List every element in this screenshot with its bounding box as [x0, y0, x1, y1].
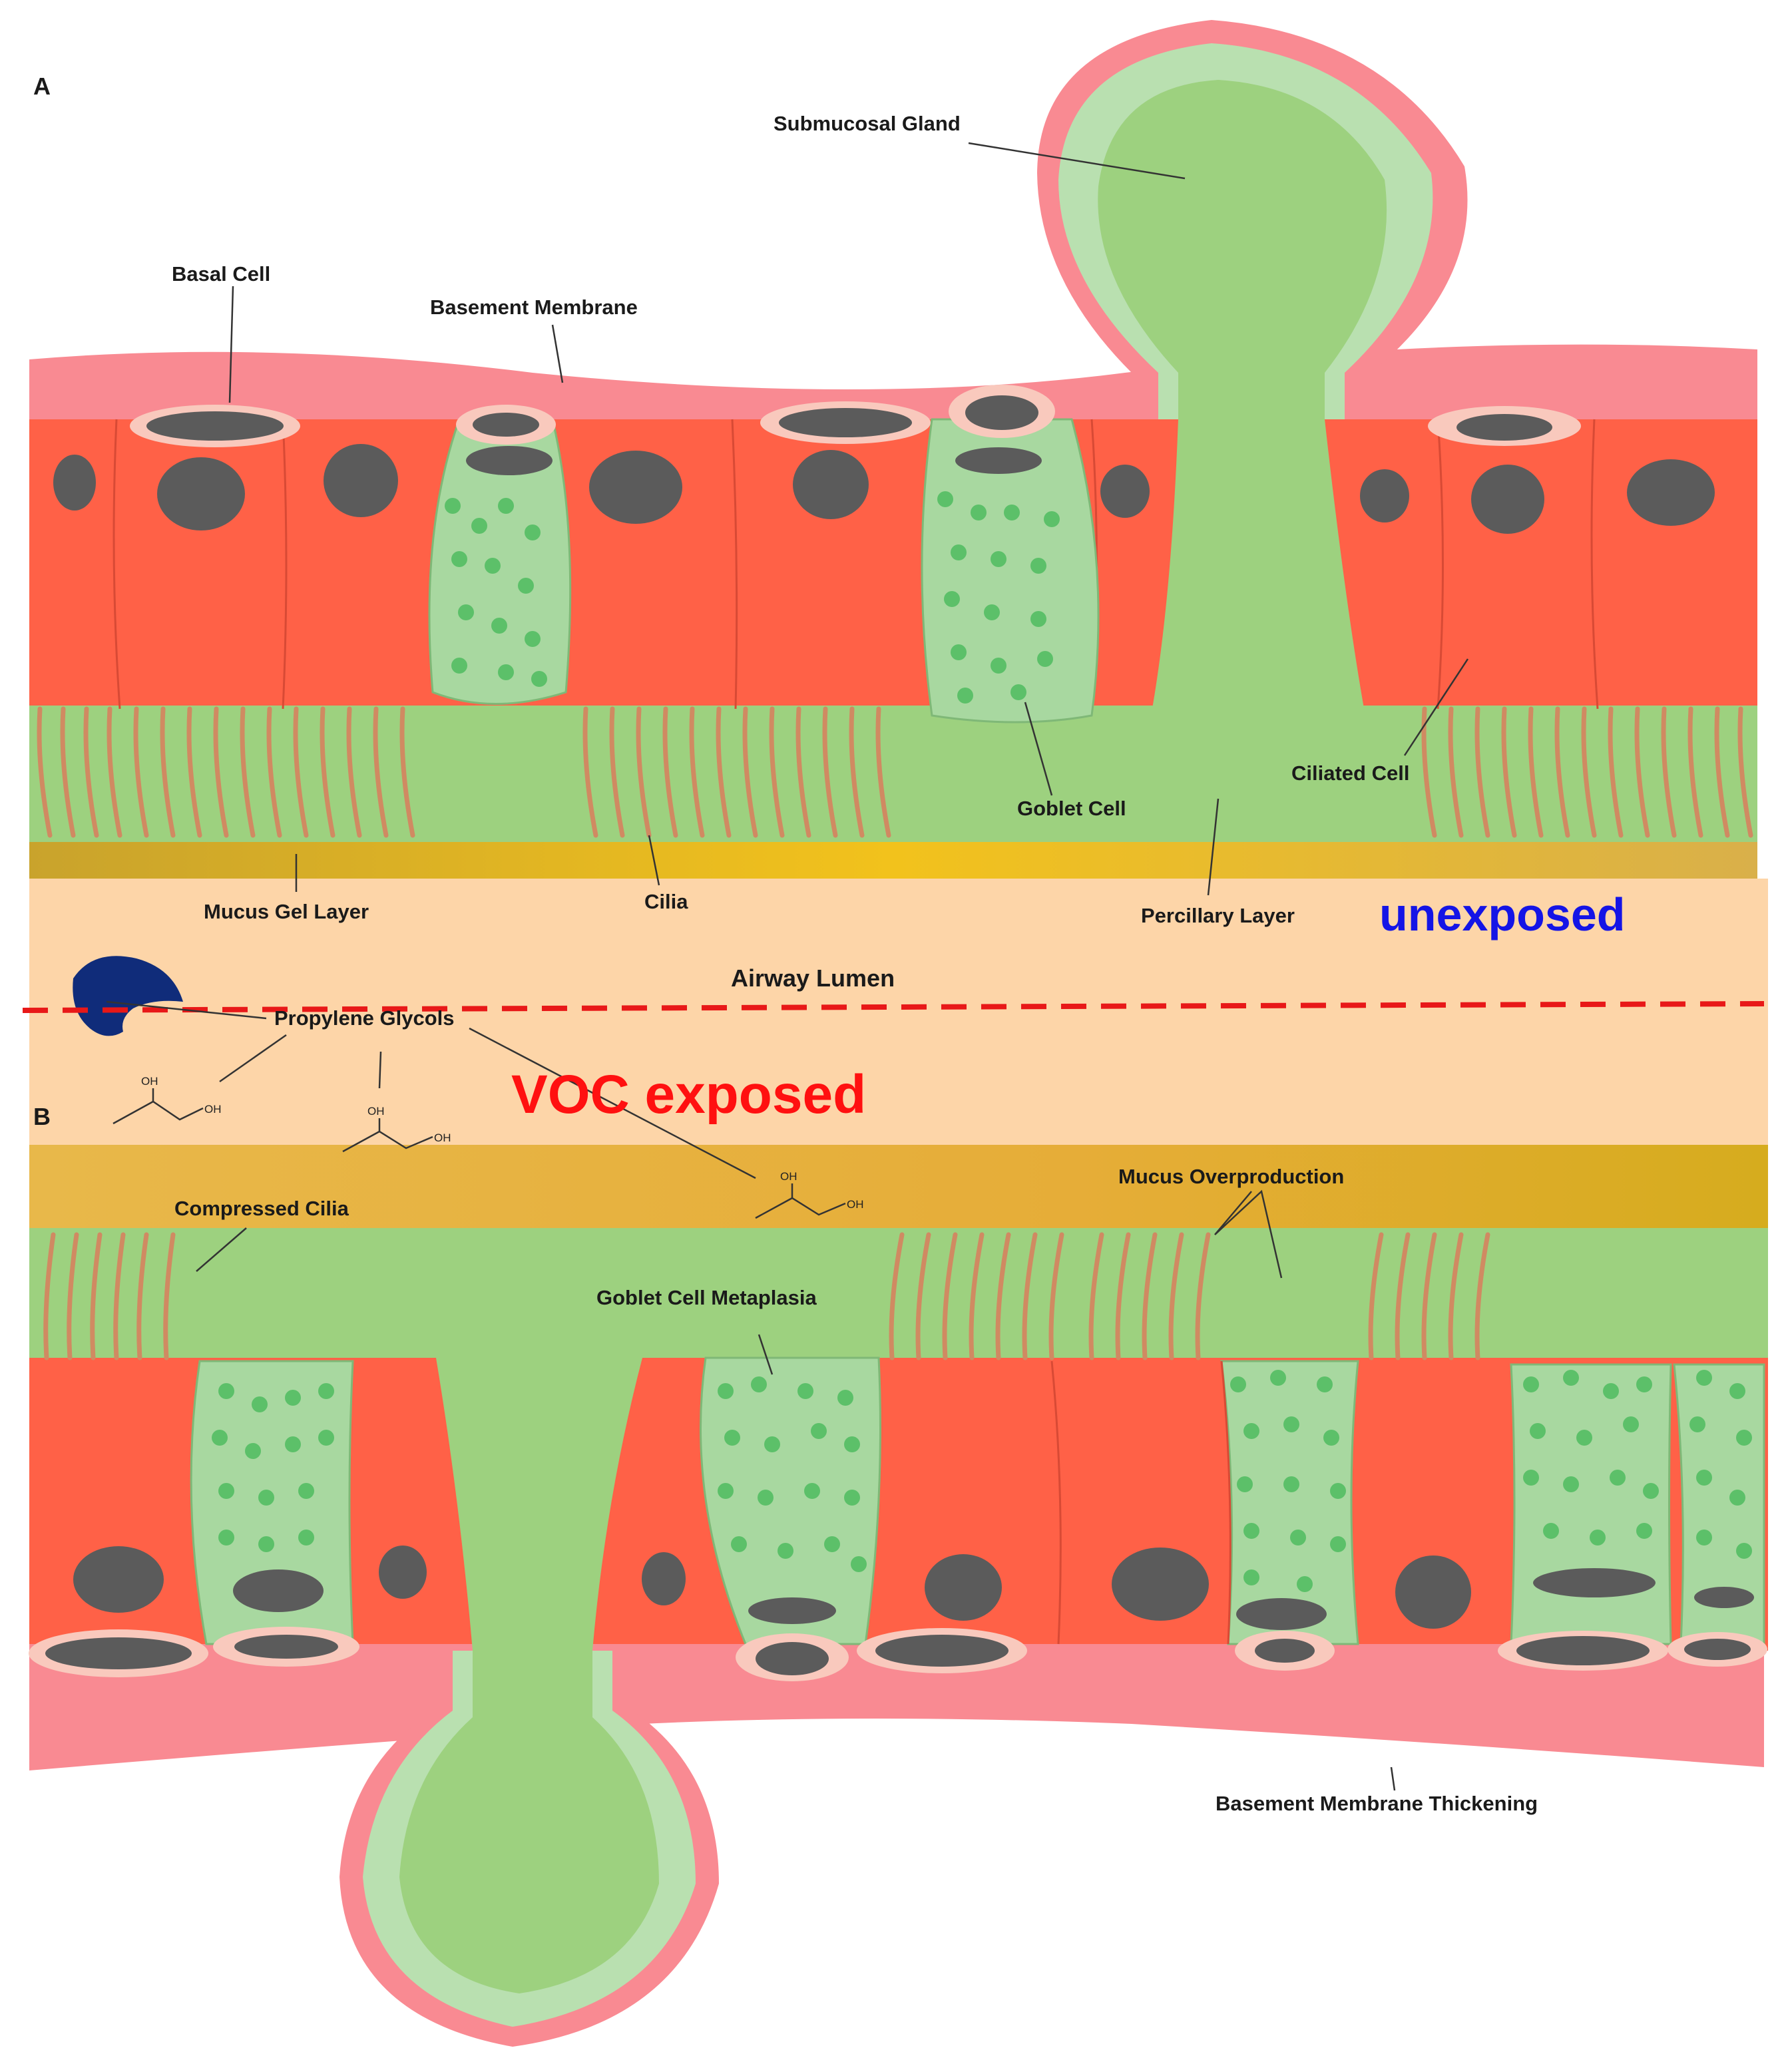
goblet-cell-a2 — [921, 418, 1100, 724]
oh-label: OH — [367, 1105, 385, 1118]
oh-label: OH — [434, 1132, 451, 1144]
particle-blob — [73, 956, 184, 1036]
epithelium-band-a — [29, 419, 1757, 712]
goblet-cell-label: Goblet Cell — [1017, 797, 1126, 820]
mucus-gel-layer-a — [29, 842, 1757, 879]
panel-a — [29, 20, 1757, 879]
basal-cell-label: Basal Cell — [172, 262, 270, 286]
panel-b-label: B — [33, 1103, 51, 1130]
gland-duct-a — [1152, 419, 1365, 712]
mucus-gel-layer-label: Mucus Gel Layer — [204, 900, 369, 923]
airway-lumen-label: Airway Lumen — [731, 964, 895, 992]
percillary-layer-label: Percillary Layer — [1141, 904, 1295, 927]
panel-b — [29, 1145, 1768, 2047]
goblet-granules-a — [445, 491, 1060, 704]
propylene-glycol-structures — [112, 1088, 846, 1219]
basement-membrane-thickening-label: Basement Membrane Thickening — [1216, 1792, 1538, 1815]
submucosal-gland-lumen-b — [399, 1651, 659, 1993]
cell-dividers-a — [112, 419, 1599, 710]
goblet-cell-b4 — [1510, 1363, 1672, 1645]
gland-duct-b — [436, 1358, 642, 1651]
nuclei-b — [73, 1546, 1754, 1630]
cilia-b — [43, 1232, 1490, 1360]
ciliated-cell-label: Ciliated Cell — [1291, 761, 1409, 785]
cilia-a — [37, 706, 1753, 838]
goblet-granules-b — [212, 1370, 1752, 1592]
propylene-glycols-label: Propylene Glycols — [274, 1006, 455, 1030]
submucosal-gland-label: Submucosal Gland — [774, 112, 961, 135]
periciliary-layer-a — [29, 706, 1757, 845]
oh-label: OH — [780, 1170, 797, 1183]
unexposed-label: unexposed — [1379, 889, 1626, 940]
oh-label: OH — [141, 1075, 158, 1088]
compressed-cilia-label: Compressed Cilia — [174, 1197, 349, 1220]
cilia-label: Cilia — [644, 890, 688, 913]
divider-line — [22, 1001, 1765, 1013]
mucus-overproduction-label: Mucus Overproduction — [1118, 1165, 1344, 1188]
basal-cells-a — [130, 385, 1581, 475]
voc-exposed-label: VOC exposed — [511, 1064, 866, 1125]
leader-lines — [106, 142, 1469, 1791]
oh-label: OH — [204, 1103, 222, 1116]
basement-membrane-label: Basement Membrane — [430, 296, 638, 319]
oh-label: OH — [847, 1198, 864, 1211]
submucosal-gland-lumen-a — [1098, 80, 1387, 433]
mucus-layer-b — [29, 1145, 1768, 1228]
cell-dividers-b — [1050, 1360, 1231, 1645]
nuclei-a — [53, 444, 1715, 534]
goblet-cell-metaplasia-label: Goblet Cell Metaplasia — [596, 1286, 817, 1309]
basal-cells-b — [29, 1627, 1767, 1681]
panel-a-label: A — [33, 73, 51, 100]
